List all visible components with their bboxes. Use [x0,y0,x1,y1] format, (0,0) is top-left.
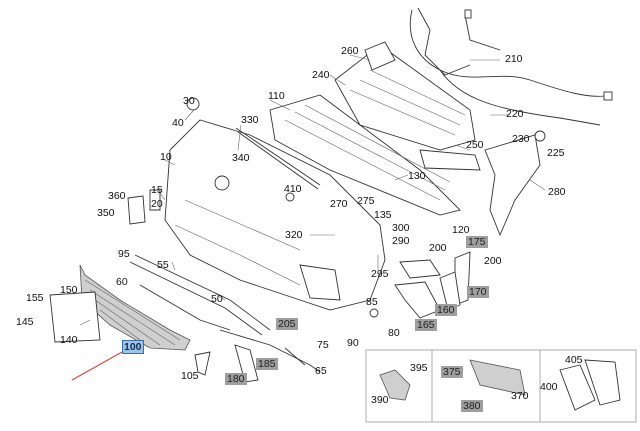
callout-220[interactable]: 220 [506,108,524,120]
callout-250[interactable]: 250 [466,139,484,151]
callout-165[interactable]: 165 [415,319,437,331]
bumper-cover [164,119,386,311]
callout-260[interactable]: 260 [341,45,359,57]
callout-350[interactable]: 350 [97,207,115,219]
callout-200-right[interactable]: 200 [484,255,502,267]
callout-65[interactable]: 65 [315,365,327,377]
callout-90[interactable]: 90 [347,337,359,349]
callout-360[interactable]: 360 [108,190,126,202]
lower-carrier [269,94,461,216]
callout-395[interactable]: 395 [410,362,428,374]
callout-30[interactable]: 30 [183,95,195,107]
side-bracket [484,134,541,237]
callout-320[interactable]: 320 [285,229,303,241]
callout-290[interactable]: 290 [392,235,410,247]
callout-390[interactable]: 390 [371,394,389,406]
callout-150[interactable]: 150 [60,284,78,296]
callout-60[interactable]: 60 [116,276,128,288]
callout-10[interactable]: 10 [160,151,172,163]
callout-405[interactable]: 405 [565,354,583,366]
callout-380[interactable]: 380 [461,400,483,412]
callout-275[interactable]: 275 [357,195,375,207]
callout-135[interactable]: 135 [374,209,392,221]
callout-20[interactable]: 20 [151,198,163,210]
callout-240[interactable]: 240 [312,69,330,81]
callout-295[interactable]: 295 [371,268,389,280]
callout-130[interactable]: 130 [408,170,426,182]
callout-160[interactable]: 160 [435,304,457,316]
callout-50[interactable]: 50 [211,293,223,305]
wiring-harness [409,9,611,97]
callout-400[interactable]: 400 [540,381,558,393]
callout-80[interactable]: 80 [388,327,400,339]
callout-100[interactable]: 100 [122,340,144,354]
callout-140[interactable]: 140 [60,334,78,346]
callout-370[interactable]: 370 [511,390,529,402]
callout-330[interactable]: 330 [241,114,259,126]
callout-410[interactable]: 410 [284,183,302,195]
callout-145[interactable]: 145 [16,316,34,328]
callout-210[interactable]: 210 [505,53,523,65]
callout-200-left[interactable]: 200 [429,242,447,254]
callout-225[interactable]: 225 [547,147,565,159]
callout-185[interactable]: 185 [256,358,278,370]
callout-170[interactable]: 170 [467,286,489,298]
callout-75[interactable]: 75 [317,339,329,351]
callout-340[interactable]: 340 [232,152,250,164]
callout-230[interactable]: 230 [512,133,530,145]
callout-120[interactable]: 120 [452,224,470,236]
callout-105[interactable]: 105 [181,370,199,382]
callout-110[interactable]: 110 [268,90,285,102]
callout-280[interactable]: 280 [548,186,566,198]
callout-180[interactable]: 180 [225,373,247,385]
callout-85[interactable]: 85 [366,296,378,308]
callout-15[interactable]: 15 [151,184,163,196]
callout-155[interactable]: 155 [26,292,44,304]
callout-205[interactable]: 205 [276,318,298,330]
callout-40[interactable]: 40 [172,117,184,129]
callout-175[interactable]: 175 [466,236,488,248]
callout-300[interactable]: 300 [392,222,410,234]
callout-55[interactable]: 55 [157,259,169,271]
inset-frame [365,349,637,423]
callout-95[interactable]: 95 [118,248,130,260]
callout-375[interactable]: 375 [441,366,463,378]
callout-270[interactable]: 270 [330,198,348,210]
